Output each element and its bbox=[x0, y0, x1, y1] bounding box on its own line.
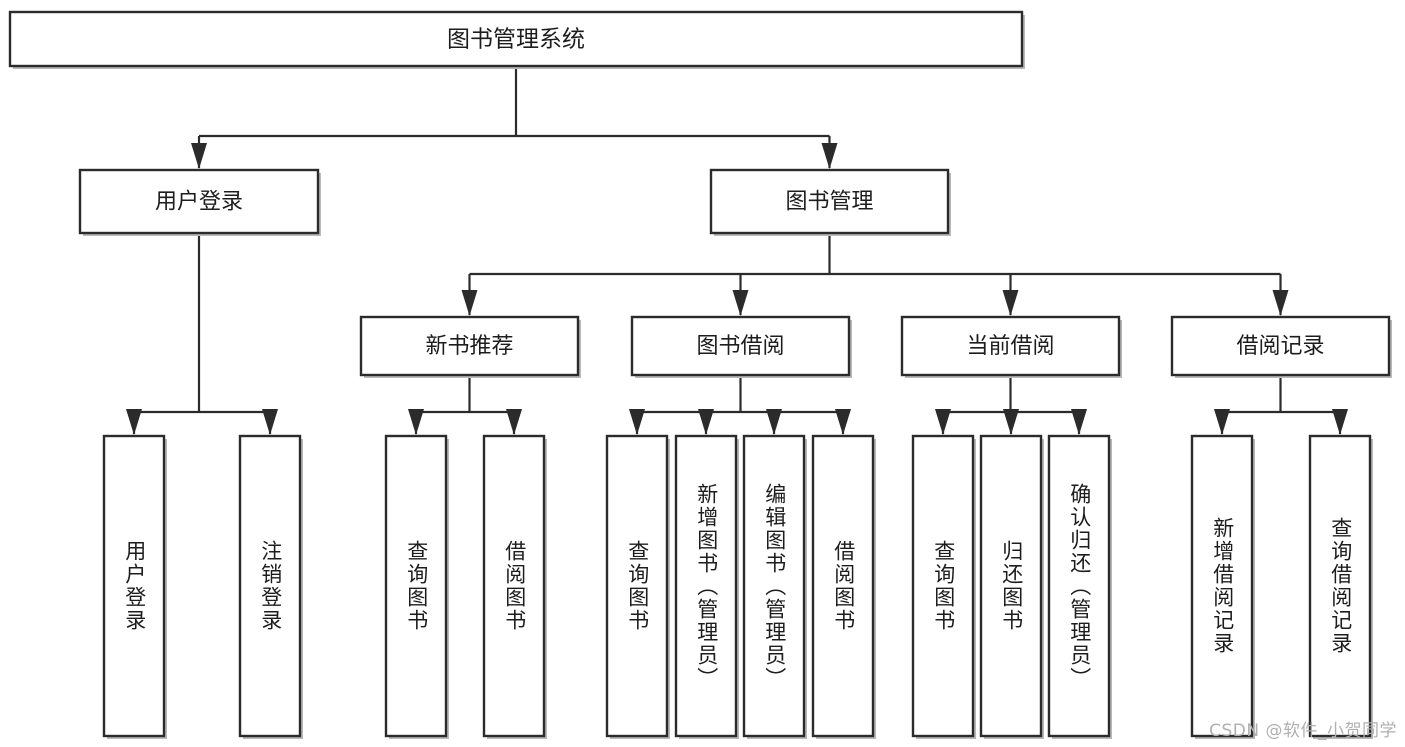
node-box-current-borrow[interactable] bbox=[900, 315, 1121, 377]
node-label-new-book-rec: 新书推荐 bbox=[425, 334, 513, 359]
node-label-current-borrow: 当前借阅 bbox=[966, 334, 1054, 359]
node-box-leaf-borrow-book-2[interactable] bbox=[811, 434, 875, 738]
arrow-head-icon bbox=[1071, 409, 1087, 435]
arrow-head-icon bbox=[408, 409, 424, 435]
node-box-root[interactable] bbox=[8, 10, 1024, 68]
arrow-head-icon bbox=[1003, 409, 1019, 435]
arrow-head-icon bbox=[766, 409, 782, 435]
node-box-borrow-record[interactable] bbox=[1170, 315, 1391, 377]
node-box-leaf-return-book[interactable] bbox=[979, 434, 1043, 738]
arrow-head-icon bbox=[461, 290, 478, 316]
arrow-head-icon bbox=[821, 143, 838, 169]
watermark-text: CSDN @软件_小贺同学 bbox=[1209, 721, 1397, 741]
arrow-head-icon bbox=[1214, 409, 1230, 435]
node-box-leaf-add-record[interactable] bbox=[1190, 434, 1254, 738]
arrow-head-icon bbox=[126, 409, 142, 435]
node-box-leaf-edit-book[interactable] bbox=[742, 434, 806, 738]
node-box-book-manage[interactable] bbox=[709, 168, 950, 235]
node-label-user-login: 用户登录 bbox=[155, 190, 243, 215]
node-box-leaf-logout[interactable] bbox=[238, 434, 302, 738]
arrow-head-icon bbox=[732, 290, 749, 316]
node-label-root: 图书管理系统 bbox=[447, 27, 585, 53]
node-box-book-borrow[interactable] bbox=[630, 315, 851, 377]
node-box-new-book-rec[interactable] bbox=[359, 315, 580, 377]
node-box-leaf-query-book-2[interactable] bbox=[605, 434, 669, 738]
arrow-head-icon bbox=[629, 409, 645, 435]
node-label-book-borrow: 图书借阅 bbox=[696, 334, 784, 359]
node-box-leaf-user-login[interactable] bbox=[102, 434, 166, 738]
arrow-head-icon bbox=[698, 409, 714, 435]
node-label-borrow-record: 借阅记录 bbox=[1236, 334, 1324, 359]
arrow-head-icon bbox=[835, 409, 851, 435]
node-box-leaf-add-book[interactable] bbox=[674, 434, 738, 738]
arrow-head-icon bbox=[1002, 290, 1019, 316]
node-box-leaf-confirm-return[interactable] bbox=[1047, 434, 1111, 738]
node-box-leaf-query-book-3[interactable] bbox=[911, 434, 975, 738]
boxes-layer bbox=[8, 10, 1392, 739]
node-box-leaf-query-record[interactable] bbox=[1308, 434, 1372, 738]
node-box-leaf-query-book-1[interactable] bbox=[384, 434, 448, 738]
node-label-book-manage: 图书管理 bbox=[785, 190, 873, 215]
node-box-leaf-borrow-book-1[interactable] bbox=[482, 434, 546, 738]
arrow-head-icon bbox=[191, 143, 207, 169]
arrow-head-icon bbox=[506, 409, 522, 435]
arrow-head-icon bbox=[1332, 409, 1348, 435]
node-box-user-login[interactable] bbox=[78, 168, 320, 235]
connectors-layer bbox=[126, 66, 1348, 435]
arrow-head-icon bbox=[262, 409, 278, 435]
arrow-head-icon bbox=[935, 409, 951, 435]
arrow-head-icon bbox=[1272, 290, 1289, 316]
